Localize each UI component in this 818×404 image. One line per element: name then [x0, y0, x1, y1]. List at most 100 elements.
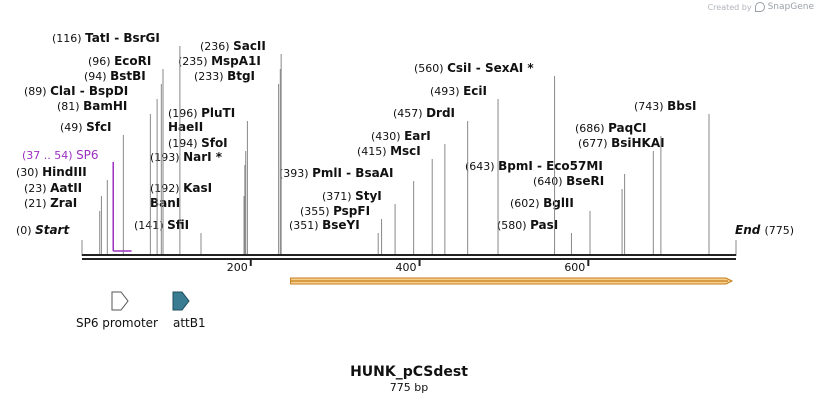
end-position: (775) [765, 224, 795, 237]
start-position: (0) [16, 224, 35, 237]
site-position: (355) [300, 205, 333, 218]
site-name: EciI [463, 84, 487, 98]
site-label: (81) BamHI [57, 99, 127, 113]
site-position: (371) [322, 190, 355, 203]
site-name: NarI * [183, 150, 223, 164]
site-position: (686) [575, 122, 608, 135]
site-name: SacII [233, 39, 266, 53]
site-name: PspFI [333, 204, 370, 218]
site-position: (430) [371, 130, 404, 143]
site-position: (457) [393, 107, 426, 120]
site-label: (602) BglII [510, 196, 574, 210]
site-name: DrdI [426, 106, 455, 120]
site-label: (116) TatI - BsrGI [52, 31, 160, 45]
site-position: (94) [84, 70, 110, 83]
site-label: (235) MspA1I [178, 54, 261, 68]
site-label: (196) PluTI [168, 106, 235, 120]
site-name: EcoRI [114, 54, 151, 68]
site-label: (233) BtgI [194, 69, 255, 83]
site-name: BpmI - Eco57MI [498, 159, 603, 173]
site-name: PasI [530, 218, 558, 232]
site-name: ClaI - BspDI [50, 84, 128, 98]
site-label: (194) SfoI [168, 136, 228, 150]
site-position: (233) [194, 70, 227, 83]
site-position: (116) [52, 32, 85, 45]
feature-label: SP6 promoter [76, 316, 158, 330]
site-label: (415) MscI [357, 144, 421, 158]
credit-brand: SnapGene [767, 2, 814, 12]
site-name: TatI - BsrGI [85, 31, 160, 45]
sequence-length: 775 bp [389, 381, 429, 394]
site-position: (89) [24, 85, 50, 98]
site-name: HindIII [42, 165, 87, 179]
site-name: BsiHKAI [611, 136, 665, 150]
sp6-promoter-arrow-icon [111, 291, 129, 311]
site-label: (236) SacII [200, 39, 266, 53]
site-position: (235) [178, 55, 211, 68]
site-label: (677) BsiHKAI [578, 136, 665, 150]
site-name: SfiI [167, 218, 189, 232]
site-name: EarI [404, 129, 431, 143]
end-name: End [735, 223, 765, 237]
site-label: HaeII [168, 120, 203, 134]
ruler-tick-label: 200 [227, 261, 248, 274]
end-label: End (775) [735, 223, 794, 237]
site-name: BglII [543, 196, 574, 210]
site-label: (580) PasI [497, 218, 558, 232]
site-position: (21) [24, 197, 50, 210]
site-position: (493) [430, 85, 463, 98]
site-position: (643) [465, 160, 498, 173]
ruler-tick-label: 400 [396, 261, 417, 274]
primer-label: (37 .. 54) SP6 [22, 148, 99, 162]
primer-name: SP6 [76, 148, 99, 162]
site-label: (560) CsiI - SexAI * [414, 61, 534, 75]
site-position: (196) [168, 107, 201, 120]
site-name: HaeII [168, 120, 203, 134]
site-name: BamHI [83, 99, 127, 113]
attb1-arrow-icon [172, 291, 190, 311]
site-name: MspA1I [211, 54, 261, 68]
site-name: SfcI [86, 120, 111, 134]
site-label: (30) HindIII [16, 165, 87, 179]
site-name: BseRI [566, 174, 604, 188]
site-name: SfoI [201, 136, 228, 150]
credit-prefix: Created by [707, 2, 752, 12]
site-name: KasI [183, 181, 212, 195]
site-position: (194) [168, 137, 201, 150]
site-position: (415) [357, 145, 390, 158]
site-position: (351) [289, 219, 322, 232]
sequence-title: HUNK_pCSdest [350, 364, 468, 380]
site-position: (602) [510, 197, 543, 210]
site-label: BanI [150, 196, 180, 210]
site-position: (23) [24, 182, 50, 195]
site-label: (493) EciI [430, 84, 487, 98]
site-position: (49) [60, 121, 86, 134]
site-name: PluTI [201, 106, 235, 120]
site-name: AatII [50, 181, 82, 195]
ruler-tick-label: 600 [564, 261, 585, 274]
site-name: StyI [355, 189, 382, 203]
site-name: PaqCI [608, 121, 646, 135]
site-position: (393) [279, 167, 312, 180]
site-label: (457) DrdI [393, 106, 455, 120]
site-name: MscI [390, 144, 421, 158]
site-position: (560) [414, 62, 447, 75]
feature-label: attB1 [173, 316, 206, 330]
site-position: (743) [634, 100, 667, 113]
site-position: (236) [200, 40, 233, 53]
site-label: (393) PmlI - BsaAI [279, 166, 393, 180]
site-name: PmlI - BsaAI [312, 166, 393, 180]
site-position: (96) [88, 55, 114, 68]
site-name: BstBI [110, 69, 146, 83]
site-position: (677) [578, 137, 611, 150]
site-label: (49) SfcI [60, 120, 112, 134]
site-name: BtgI [227, 69, 255, 83]
site-label: (351) BseYI [289, 218, 360, 232]
site-position: (580) [497, 219, 530, 232]
site-label: (23) AatII [24, 181, 82, 195]
site-label: (21) ZraI [24, 196, 77, 210]
site-label: (640) BseRI [533, 174, 604, 188]
site-position: (81) [57, 100, 83, 113]
